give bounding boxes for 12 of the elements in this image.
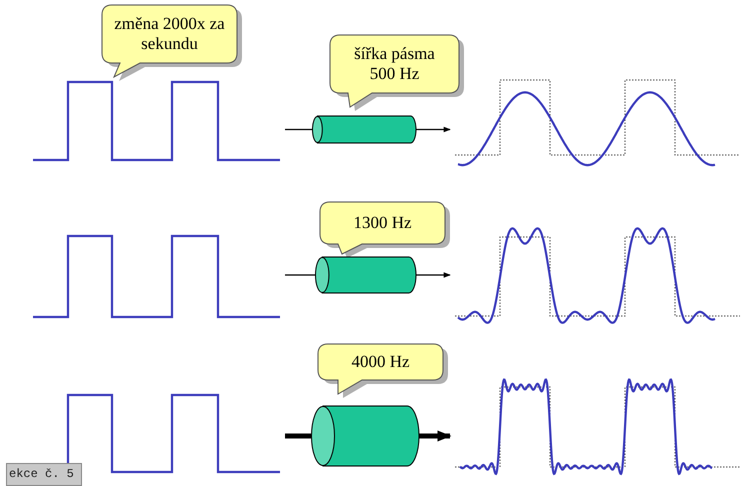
connector-line <box>285 434 311 438</box>
connector-line <box>285 128 312 130</box>
cylinder <box>311 406 419 466</box>
cylinder <box>312 116 416 143</box>
arrow <box>419 430 452 442</box>
speech-bubble <box>320 202 450 254</box>
cylinder <box>315 257 416 293</box>
connector-line <box>285 274 315 276</box>
arrow <box>416 272 451 278</box>
bubble-text: 1300 Hz <box>353 213 412 233</box>
footer-label: ekce č. 5 <box>9 467 74 481</box>
arrow <box>416 126 451 132</box>
